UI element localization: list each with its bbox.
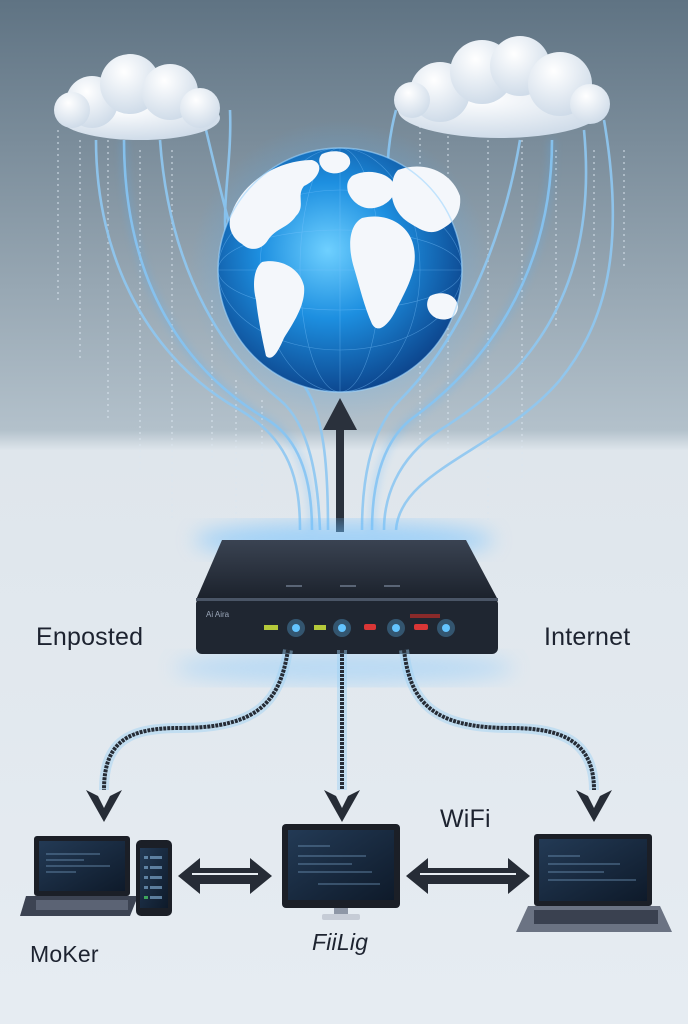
down-arrow-heads bbox=[86, 790, 612, 822]
label-wifi: WiFi bbox=[440, 805, 491, 833]
label-bottom-center: FiiLig bbox=[312, 929, 369, 955]
cloud-icon bbox=[54, 54, 220, 140]
router-to-device-cables bbox=[99, 649, 599, 791]
cable-glow bbox=[121, 139, 555, 531]
label-right: Internet bbox=[544, 623, 631, 651]
globe-icon bbox=[217, 147, 463, 393]
router-icon: Ai Aira bbox=[196, 540, 498, 654]
bidirectional-arrow bbox=[178, 858, 272, 894]
laptop-icon bbox=[20, 836, 138, 916]
uplink-arrow bbox=[323, 398, 357, 532]
phone-icon bbox=[136, 840, 172, 916]
label-bottom-left: MoKer bbox=[30, 941, 99, 967]
label-left: Enposted bbox=[36, 623, 144, 651]
laptop-icon bbox=[516, 834, 672, 932]
cloud-icon bbox=[394, 36, 610, 138]
router-brand: Ai Aira bbox=[206, 610, 230, 619]
router-led-lights bbox=[264, 614, 455, 637]
bidirectional-arrow bbox=[406, 858, 530, 894]
desktop-icon bbox=[282, 824, 400, 920]
